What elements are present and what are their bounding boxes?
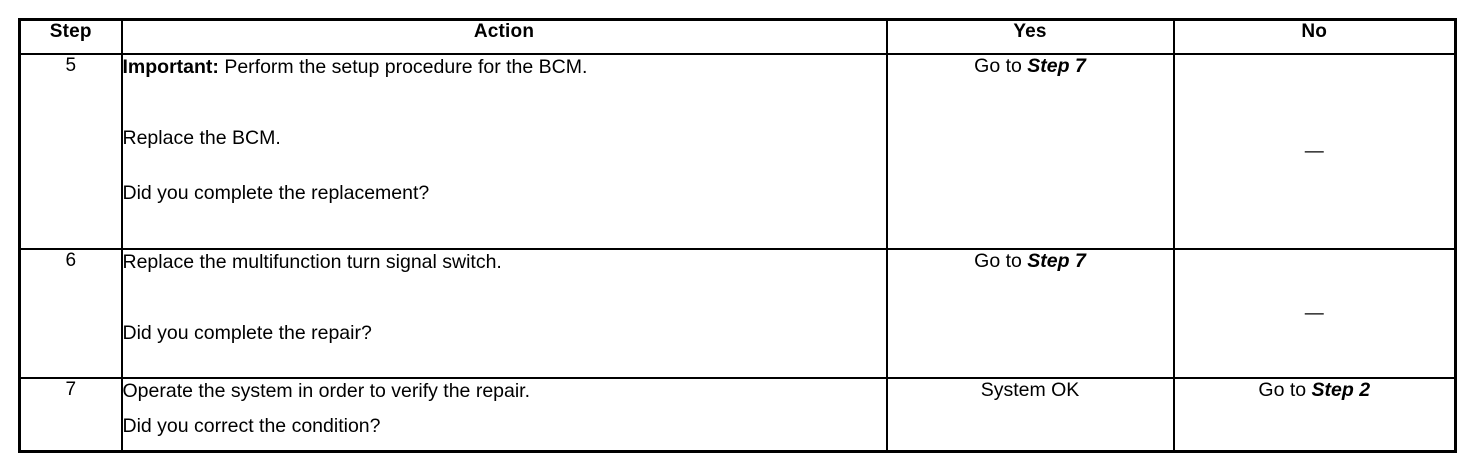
table-row: 7 Operate the system in order to verify … xyxy=(18,377,1457,453)
table-header-row: Step Action Yes No xyxy=(18,18,1457,55)
no-answer-cell: — xyxy=(1172,53,1457,250)
important-label: Important: xyxy=(122,56,219,78)
action-line: Replace the multifunction turn signal sw… xyxy=(122,250,502,273)
spacer xyxy=(123,80,886,126)
action-line-text: Perform the setup procedure for the BCM. xyxy=(218,56,588,78)
yes-answer-cell: Go to Step 7 xyxy=(885,247,1175,380)
spacer xyxy=(123,275,886,321)
table-row: 5 Important: Perform the setup procedure… xyxy=(18,53,1457,250)
yes-answer-prefix: System OK xyxy=(980,379,1080,402)
no-answer-cell: — xyxy=(1172,247,1457,380)
column-header-no: No xyxy=(1172,18,1457,55)
yes-answer-prefix: Go to xyxy=(974,249,1028,272)
column-header-action: Action xyxy=(120,18,888,55)
yes-answer-cell: System OK xyxy=(885,377,1175,453)
action-cell: Important: Perform the setup procedure f… xyxy=(120,53,888,250)
diagnostic-step-table: Step Action Yes No 5 Important: Perform … xyxy=(18,18,1457,453)
column-header-yes: Yes xyxy=(885,18,1175,55)
action-cell: Operate the system in order to verify th… xyxy=(120,377,888,453)
yes-answer-prefix: Go to xyxy=(974,55,1028,77)
yes-answer-step-ref: Step 7 xyxy=(1027,249,1086,272)
action-line: Replace the BCM. xyxy=(122,126,281,149)
step-number-cell: 6 xyxy=(18,247,123,380)
em-dash-icon: — xyxy=(1304,140,1324,162)
no-answer-prefix: Go to xyxy=(1258,379,1312,402)
no-answer-step-ref: Step 2 xyxy=(1311,379,1371,402)
no-answer-cell: Go to Step 2 xyxy=(1172,377,1457,453)
action-cell: Replace the multifunction turn signal sw… xyxy=(120,247,888,380)
table-body: 5 Important: Perform the setup procedure… xyxy=(18,53,1457,453)
spacer xyxy=(123,404,886,414)
action-line: Important: Perform the setup procedure f… xyxy=(123,55,886,80)
yes-answer-step-ref: Step 7 xyxy=(1027,55,1086,77)
action-question: Did you correct the condition? xyxy=(122,415,381,438)
action-question: Did you complete the repair? xyxy=(122,321,372,344)
spacer xyxy=(123,151,886,181)
step-number-cell: 5 xyxy=(18,53,123,250)
em-dash-icon: — xyxy=(1304,302,1324,324)
diagnostic-table-container: Step Action Yes No 5 Important: Perform … xyxy=(18,18,1457,453)
yes-answer-cell: Go to Step 7 xyxy=(885,53,1175,250)
action-question: Did you complete the replacement? xyxy=(122,181,430,204)
table-row: 6 Replace the multifunction turn signal … xyxy=(18,247,1457,380)
action-line: Operate the system in order to verify th… xyxy=(122,380,531,403)
step-number-cell: 7 xyxy=(18,377,123,453)
table-header: Step Action Yes No xyxy=(18,18,1457,55)
column-header-step: Step xyxy=(18,18,123,55)
